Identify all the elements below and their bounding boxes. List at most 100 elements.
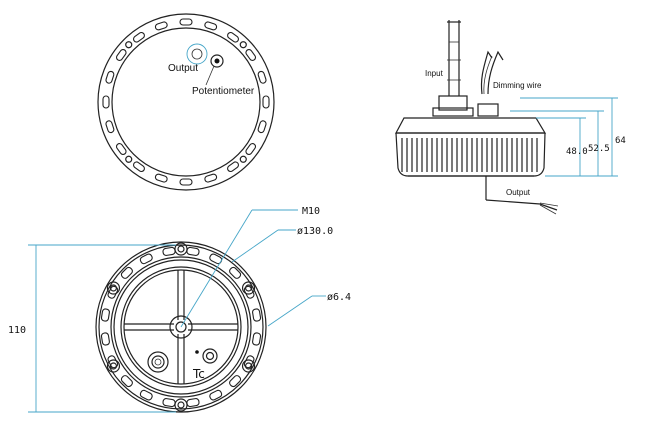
top-slot xyxy=(179,18,193,26)
tc-port-outer xyxy=(202,348,218,364)
heatsink-fins xyxy=(401,138,538,172)
tc-port-inner xyxy=(205,351,215,361)
center-plate-outer xyxy=(120,266,242,388)
top-slot xyxy=(133,161,145,173)
dim-48-label: 48.0 xyxy=(566,147,588,157)
output-port xyxy=(186,43,208,65)
side-output-label: Output xyxy=(506,188,531,197)
mounting-lug xyxy=(106,281,121,295)
bottom-view-mounting-lugs xyxy=(106,242,256,412)
dimming-wire-inner xyxy=(483,55,493,95)
housing-top xyxy=(395,117,547,134)
top-slot xyxy=(154,21,168,31)
bottom-slot xyxy=(139,389,153,401)
top-slot xyxy=(257,120,267,134)
tc-dot xyxy=(195,350,199,354)
top-slot xyxy=(154,173,168,183)
top-screw xyxy=(239,41,247,49)
bottom-slot xyxy=(162,246,176,256)
top-screw xyxy=(125,41,133,49)
top-slot xyxy=(262,95,270,109)
output-cable xyxy=(485,199,558,211)
top-screw xyxy=(125,155,133,163)
dimming-wire-right xyxy=(487,50,504,95)
center-hub-inner xyxy=(175,321,187,333)
top-slot xyxy=(105,120,115,134)
top-view-screws xyxy=(125,41,247,163)
side-view: Input Dimming wire Output 48.0 52.5 64 xyxy=(395,20,626,215)
bottom-outer-ring xyxy=(95,241,267,413)
mounting-hole xyxy=(177,401,185,409)
mounting-hole xyxy=(244,284,253,292)
bottom-slot xyxy=(186,398,200,408)
top-slot xyxy=(204,21,218,31)
housing-body xyxy=(395,132,546,177)
bottom-slot xyxy=(229,266,242,279)
gland-nut xyxy=(432,107,474,117)
top-slot xyxy=(245,143,257,155)
output-port-core xyxy=(191,48,203,60)
top-slot xyxy=(179,178,193,186)
mounting-lug xyxy=(241,281,256,295)
potentiometer-label: Potentiometer xyxy=(192,86,255,97)
input-label: Input xyxy=(425,69,444,78)
mounting-hole xyxy=(244,362,253,370)
mounting-hole xyxy=(177,245,185,253)
dia-130-label: ø130.0 xyxy=(297,226,333,237)
output-label: Output xyxy=(168,63,198,74)
bottom-slot xyxy=(120,375,133,388)
gland-outer xyxy=(147,351,169,373)
mounting-lug xyxy=(174,242,188,256)
bottom-slot xyxy=(120,266,133,279)
top-screw xyxy=(239,155,247,163)
top-slot xyxy=(227,31,239,43)
dimming-label: Dimming wire xyxy=(493,81,542,90)
gland-inner xyxy=(151,355,165,369)
cable-gland xyxy=(438,95,468,111)
top-slot xyxy=(102,95,110,109)
potentiometer-center xyxy=(214,58,220,64)
potentiometer-knob xyxy=(210,54,224,68)
top-view-slots xyxy=(102,18,270,186)
bottom-slot xyxy=(252,308,262,322)
bottom-slot xyxy=(162,398,176,408)
bottom-view: Tc M10 ø130.0 ø6.4 110 xyxy=(8,206,351,413)
top-slot xyxy=(115,143,127,155)
dimming-gland xyxy=(477,103,499,117)
top-slot xyxy=(204,173,218,183)
bottom-slot xyxy=(209,389,223,401)
bottom-ring-4 xyxy=(113,259,249,395)
bottom-slot xyxy=(100,308,110,322)
bottom-slot xyxy=(139,253,153,265)
height-label: 110 xyxy=(8,325,26,336)
top-view-outer-ring xyxy=(97,13,275,191)
potentiometer-leader xyxy=(205,65,215,86)
top-view-inner-ring xyxy=(111,27,261,177)
bottom-slot xyxy=(229,375,242,388)
dim-64-label: 64 xyxy=(615,136,626,146)
bottom-view-slots xyxy=(100,246,262,408)
mounting-hole xyxy=(109,362,118,370)
bottom-slot xyxy=(100,332,110,346)
dimming-wire-left xyxy=(480,50,493,95)
m10-label: M10 xyxy=(302,206,320,217)
gland-core xyxy=(154,358,162,366)
tc-label: Tc xyxy=(192,367,205,381)
bottom-ring-3 xyxy=(110,256,252,398)
top-slot xyxy=(227,161,239,173)
mounting-lug xyxy=(241,359,256,373)
top-slot xyxy=(257,70,267,84)
top-slot xyxy=(245,49,257,61)
hole-label: ø6.4 xyxy=(327,292,351,303)
hole-leader xyxy=(267,295,313,327)
top-view: Output Potentiometer xyxy=(97,13,275,191)
bottom-slot xyxy=(252,332,262,346)
top-slot xyxy=(115,49,127,61)
bottom-ring-2 xyxy=(98,244,264,410)
top-slot xyxy=(105,70,115,84)
mounting-lug xyxy=(174,398,188,412)
dim-52-label: 52.5 xyxy=(588,144,610,154)
mounting-hole xyxy=(109,284,118,292)
output-cable-wires xyxy=(539,202,559,215)
